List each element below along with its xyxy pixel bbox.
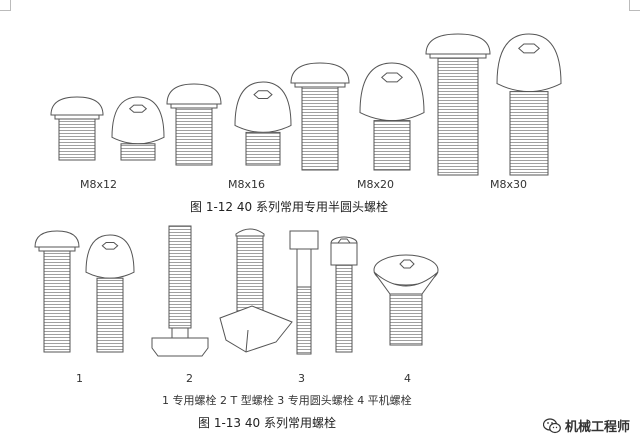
- bolt-2-hammer-head: [219, 305, 293, 353]
- corner-mark-left: [0, 0, 11, 11]
- size-label-m8x20: M8x20: [357, 178, 394, 191]
- bolt-2-t-head: [151, 337, 209, 357]
- bolt-m8x30-socket-shank: [509, 91, 549, 176]
- bolt-m8x30-side-head: [425, 33, 491, 55]
- bolt-4-shank: [389, 293, 423, 346]
- bolt-m8x20-socket-head: [359, 62, 425, 122]
- item-number-4: 4: [404, 372, 411, 385]
- bolt-3-socket-head: [330, 242, 358, 266]
- bolt-m8x20-side-collar: [294, 82, 346, 88]
- bolt-m8x20-socket-shank: [373, 120, 411, 171]
- bolt-m8x16-socket-head: [234, 81, 292, 133]
- bolt-4-head-top: [373, 254, 439, 286]
- figure-caption-1-13: 图 1-13 40 系列常用螺栓: [198, 416, 336, 430]
- size-label-m8x12: M8x12: [80, 178, 117, 191]
- wechat-icon: [542, 417, 561, 433]
- bolt-3-socket-thread: [335, 264, 353, 353]
- watermark-text: 机械工程师: [564, 420, 630, 435]
- bolt-2-hammer-tip: [235, 228, 265, 237]
- bolt-4-cone: [373, 271, 439, 295]
- bolt-m8x12-socket-hex-socket: [128, 104, 148, 113]
- bolt-m8x16-side-shank: [175, 107, 213, 166]
- watermark: 机械工程师: [542, 416, 630, 435]
- corner-mark-right: [629, 0, 640, 11]
- size-label-m8x30: M8x30: [490, 178, 527, 191]
- bolt-1-side-collar: [38, 246, 76, 252]
- bolt-m8x12-side-shank: [58, 118, 96, 161]
- bolt-4-hex-socket: [399, 259, 415, 269]
- bolt-3-plain-shank: [296, 248, 312, 288]
- item-number-2: 2: [186, 372, 193, 385]
- bolt-2-hammer-shank: [236, 235, 264, 319]
- bolt-1-socket-hex-socket: [101, 241, 119, 250]
- bolt-m8x20-side-shank: [301, 86, 339, 171]
- bolt-m8x30-side-shank: [437, 57, 479, 176]
- bolt-m8x16-socket-hex-socket: [253, 90, 273, 99]
- bolt-m8x12-side-head: [50, 96, 104, 116]
- figure-caption-1-12: 图 1-12 40 系列常用专用半圆头螺栓: [190, 200, 388, 214]
- bolt-1-side-shank: [43, 250, 71, 353]
- item-number-3: 3: [298, 372, 305, 385]
- bolt-m8x12-side-collar: [54, 114, 100, 120]
- bolt-m8x12-socket-shank: [120, 143, 156, 161]
- bolt-2-t-shank: [168, 225, 192, 329]
- item-number-1: 1: [76, 372, 83, 385]
- bolt-m8x20-socket-hex-socket: [380, 72, 404, 83]
- bolt-m8x16-side-head: [166, 83, 222, 105]
- bolt-2-hammer-edge: [245, 329, 249, 353]
- bolt-m8x30-side-collar: [429, 53, 487, 59]
- bolt-m8x30-socket-hex-socket: [517, 43, 541, 54]
- figure-legend-1-13: 1 专用螺栓 2 T 型螺栓 3 专用圆头螺栓 4 平机螺栓: [162, 394, 412, 407]
- bolt-m8x16-side-collar: [170, 103, 218, 109]
- bolt-1-socket-head: [85, 234, 135, 279]
- bolt-1-socket-shank: [96, 277, 124, 353]
- bolt-3-cap-head: [289, 230, 319, 250]
- bolt-1-side-head: [34, 230, 80, 248]
- size-label-m8x16: M8x16: [228, 178, 265, 191]
- bolt-m8x12-socket-head: [111, 96, 165, 145]
- bolt-m8x30-socket-head: [496, 33, 562, 93]
- bolt-3-thread: [296, 286, 312, 355]
- bolt-m8x20-side-head: [290, 62, 350, 84]
- bolt-m8x16-socket-shank: [245, 131, 281, 166]
- bolt-2-t-neck: [171, 327, 189, 339]
